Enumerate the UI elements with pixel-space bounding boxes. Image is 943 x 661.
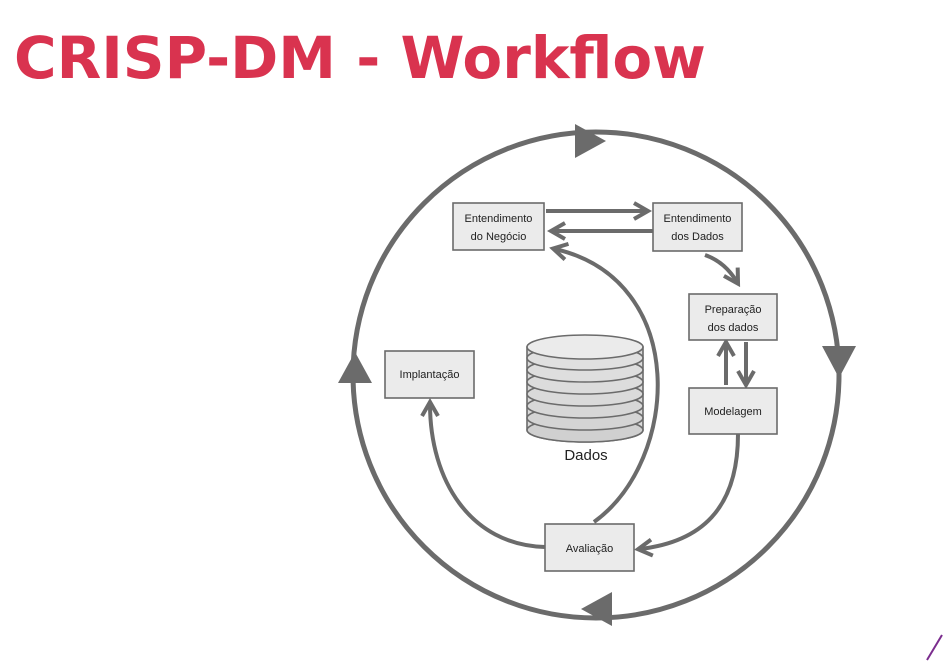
arrow-modeling-to-evaluation [634,433,740,558]
phase-label-line: dos dados [708,322,759,334]
arrow-data-to-preparation [704,253,741,288]
corner-accent-mark [926,634,943,661]
phase-label-line: Preparação [705,304,762,316]
phase-label-line: Modelagem [704,406,761,418]
phase-label-line: Avaliação [566,543,614,555]
database-label: Dados [564,447,607,464]
phase-data-understanding: Entendimento dos Dados [652,202,743,252]
phase-label-line: Entendimento [465,213,533,225]
arrow-evaluation-to-deployment [420,397,546,549]
phase-label-line: Implantação [400,369,460,381]
phase-data-preparation: Preparação dos dados [688,293,778,341]
phase-deployment: Implantação [384,350,475,399]
phase-label-line: Entendimento [664,213,732,225]
phase-label-line: do Negócio [471,231,527,243]
arrow-evaluation-to-business [549,241,660,524]
outer-arrow-right [822,346,856,378]
outer-arrow-top [575,124,606,158]
page-title: CRISP-DM - Workflow [14,24,706,92]
outer-arrow-bottom [581,592,612,626]
phase-label-line: dos Dados [671,231,724,243]
phase-modeling: Modelagem [688,387,778,435]
outer-arrow-left [338,352,372,383]
phase-evaluation: Avaliação [544,523,635,572]
database-icon [526,334,644,443]
phase-business-understanding: Entendimento do Negócio [452,202,545,251]
